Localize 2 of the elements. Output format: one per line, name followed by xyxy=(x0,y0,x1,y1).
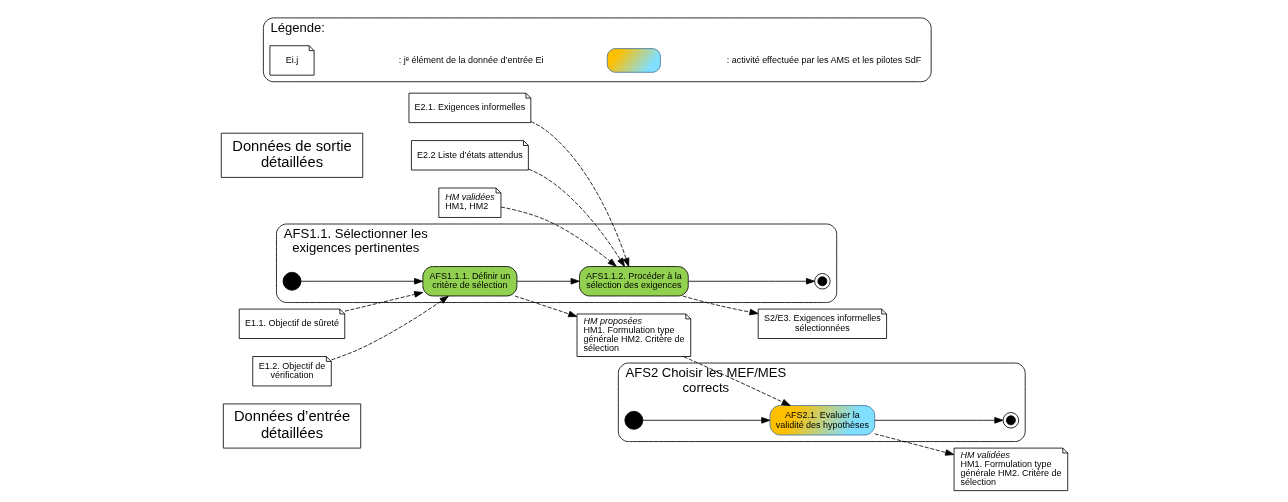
legend-label: : activité effectuée par les AMS et les pilotes SdF xyxy=(726,54,921,65)
legend-label: : jᵉ élément de la donnée d’entrée Ei xyxy=(398,54,543,65)
